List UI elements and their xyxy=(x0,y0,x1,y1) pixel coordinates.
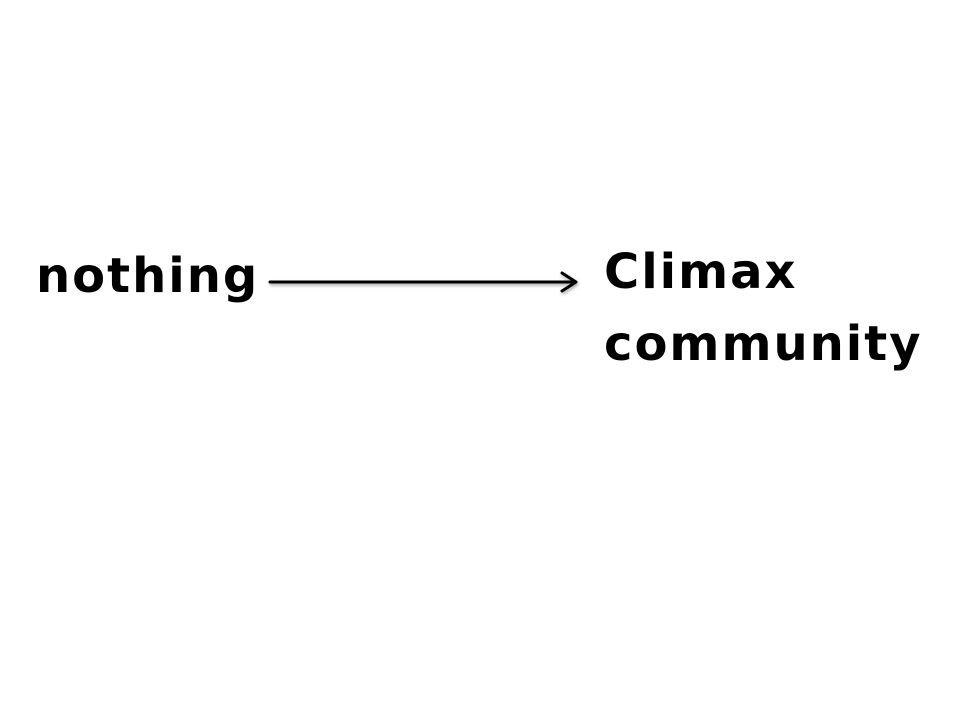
succession-arrow xyxy=(268,271,578,293)
end-stage-label-line2: community xyxy=(604,316,923,372)
end-stage-label: Climax community xyxy=(604,236,923,380)
arrow-head-icon xyxy=(560,271,578,293)
start-stage-label: nothing xyxy=(36,248,260,304)
end-stage-label-line1: Climax xyxy=(604,244,798,300)
